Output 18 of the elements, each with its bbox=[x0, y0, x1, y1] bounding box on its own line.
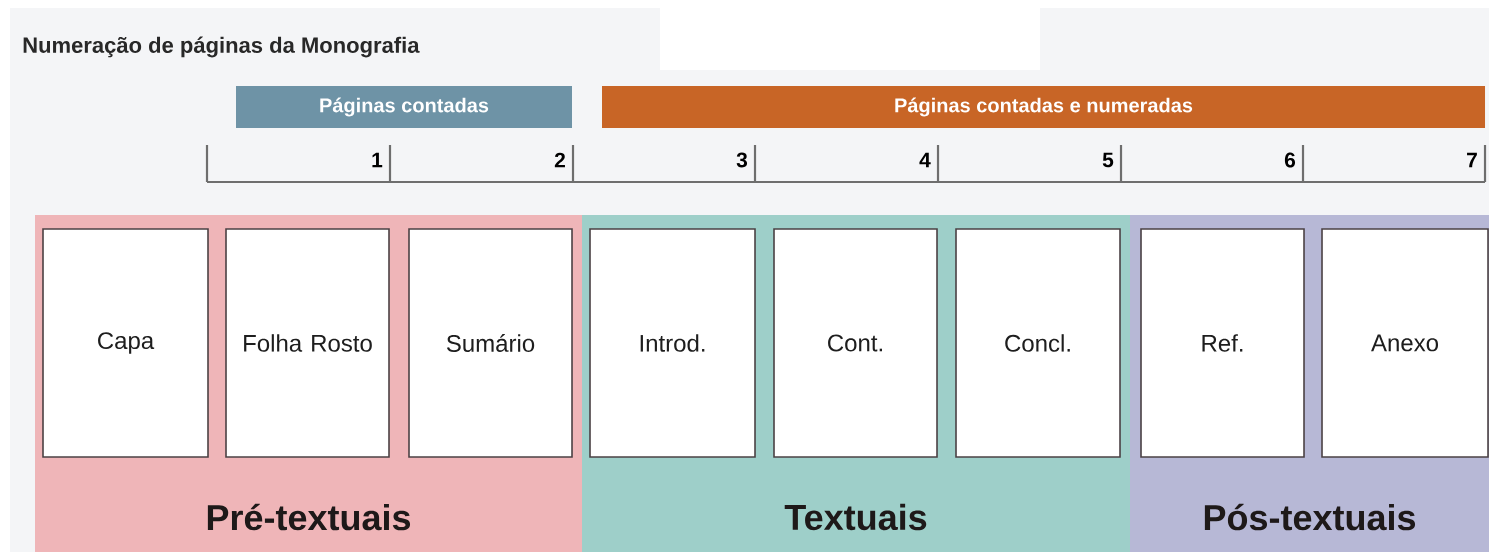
bracket-bar: Páginas contadas e numeradas bbox=[602, 86, 1485, 128]
page-number: 5 bbox=[1102, 152, 1114, 168]
page-box: Sumário bbox=[408, 228, 573, 458]
page-box: Concl. bbox=[955, 228, 1121, 458]
page-box: Anexo bbox=[1321, 228, 1489, 458]
page-box: Folha Rosto bbox=[225, 228, 390, 458]
page-box: Capa bbox=[42, 228, 209, 458]
page-number: 1 bbox=[372, 152, 383, 168]
page-number: 7 bbox=[1467, 152, 1477, 168]
bracket-bar: Páginas contadas bbox=[236, 86, 572, 128]
title: Numeração de páginas da Monografia bbox=[23, 36, 420, 58]
page-number: 6 bbox=[1284, 152, 1296, 168]
page-number: 2 bbox=[554, 152, 565, 168]
page-box: Cont. bbox=[773, 228, 938, 458]
page-number: 3 bbox=[736, 152, 748, 168]
page-number: 4 bbox=[919, 152, 931, 168]
page-box: Ref. bbox=[1140, 228, 1305, 458]
page-box: Introd. bbox=[589, 228, 756, 458]
